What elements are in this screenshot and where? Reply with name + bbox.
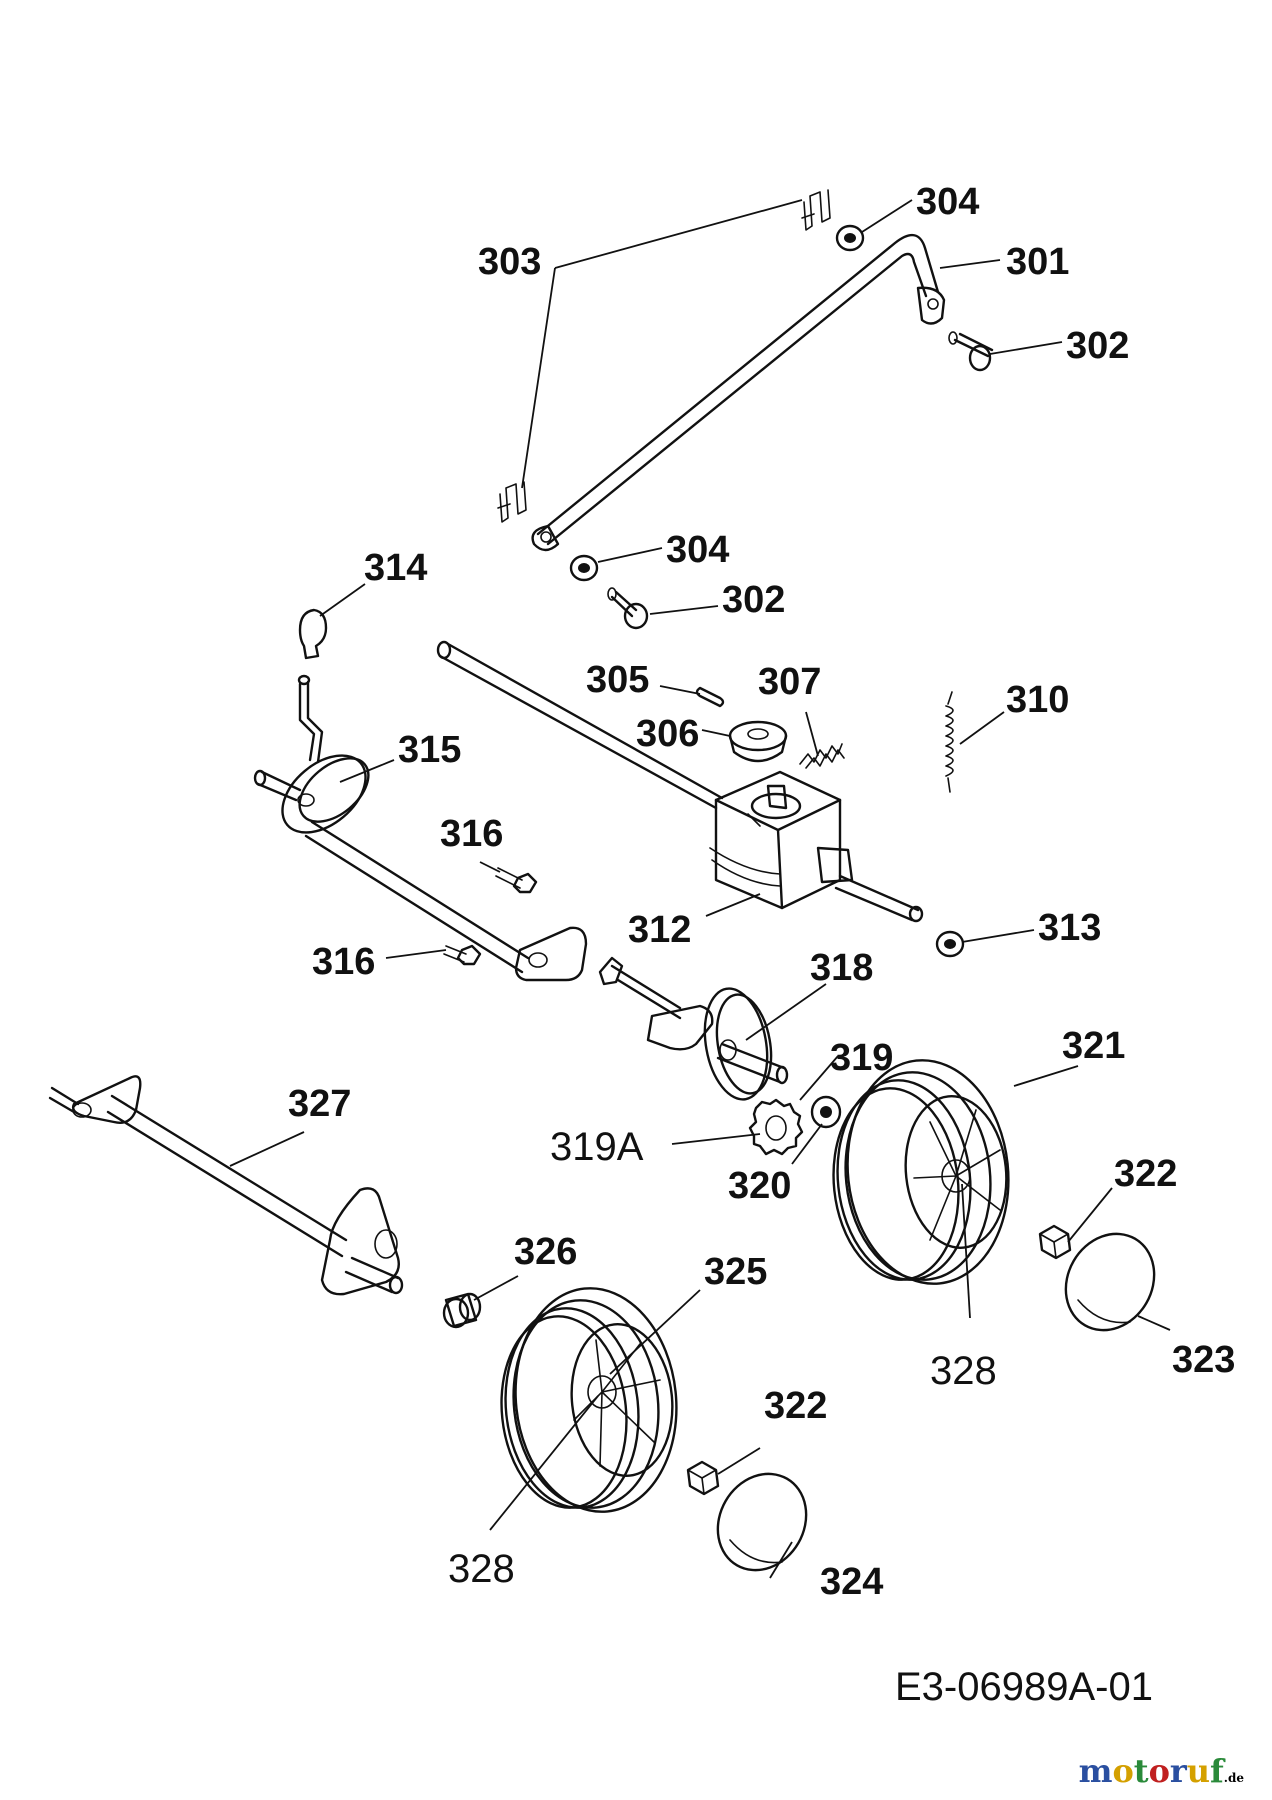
label-316-lower: 316 xyxy=(312,941,375,983)
watermark-logo: motoruf.de xyxy=(1079,1752,1244,1790)
label-328-rear: 328 xyxy=(930,1349,997,1393)
label-326: 326 xyxy=(514,1231,577,1273)
label-322-rear: 322 xyxy=(1114,1153,1177,1195)
part-319-drive-gear xyxy=(748,1098,804,1156)
label-319: 319 xyxy=(830,1037,893,1079)
part-316-bolt-upper xyxy=(495,867,538,894)
label-324: 324 xyxy=(820,1561,883,1603)
part-313-washer xyxy=(935,930,965,958)
part-306-pulley xyxy=(728,720,788,763)
label-313: 313 xyxy=(1038,907,1101,949)
leader-lines xyxy=(229,199,1171,1579)
label-321: 321 xyxy=(1062,1025,1125,1067)
watermark-letter: f xyxy=(1210,1752,1224,1790)
part-314-knob xyxy=(298,608,328,660)
label-304-top: 304 xyxy=(916,181,979,223)
label-307: 307 xyxy=(758,661,821,703)
part-320-washer xyxy=(810,1095,842,1129)
label-318: 318 xyxy=(810,947,873,989)
part-304-washer-lower xyxy=(569,554,599,582)
part-324-hub-cap-front xyxy=(716,1472,808,1572)
part-303-clip-upper xyxy=(801,189,831,231)
label-312: 312 xyxy=(628,909,691,951)
part-323-hub-cap-rear xyxy=(1064,1232,1156,1332)
part-322-nut-front xyxy=(686,1460,720,1496)
part-305-roll-pin xyxy=(695,686,725,708)
watermark-letter: u xyxy=(1186,1752,1211,1790)
label-327: 327 xyxy=(288,1083,351,1125)
part-315-height-lever xyxy=(253,674,530,974)
part-310-tension-spring xyxy=(945,691,954,793)
label-322-front: 322 xyxy=(764,1385,827,1427)
diagram-code: E3-06989A-01 xyxy=(895,1665,1153,1709)
part-321-rear-wheel xyxy=(832,1059,1010,1285)
part-adjust-bracket xyxy=(514,926,588,982)
label-302-mid: 302 xyxy=(722,579,785,621)
watermark-letter: o xyxy=(1112,1752,1134,1790)
label-306: 306 xyxy=(636,713,699,755)
label-323: 323 xyxy=(1172,1339,1235,1381)
part-327-front-axle xyxy=(48,1075,404,1296)
watermark-letter: r xyxy=(1169,1752,1187,1790)
label-319A: 319A xyxy=(550,1125,644,1169)
label-320: 320 xyxy=(728,1165,791,1207)
label-305: 305 xyxy=(586,659,649,701)
part-307-spring xyxy=(799,743,845,769)
part-326-spacer xyxy=(442,1292,482,1329)
label-314: 314 xyxy=(364,547,427,589)
part-322-nut-rear xyxy=(1038,1224,1072,1260)
label-328-front: 328 xyxy=(448,1547,515,1591)
part-303-clip-lower xyxy=(497,481,527,523)
part-301-drive-handle xyxy=(531,234,946,552)
label-301: 301 xyxy=(1006,241,1069,283)
part-304-washer-upper xyxy=(835,224,865,252)
part-drive-shaft xyxy=(436,640,924,923)
part-316-bolt-lower xyxy=(443,944,482,966)
label-315: 315 xyxy=(398,729,461,771)
label-302-top: 302 xyxy=(1066,325,1129,367)
watermark-letter: t xyxy=(1133,1752,1149,1790)
watermark-letter: o xyxy=(1148,1752,1170,1790)
part-302-pin-upper xyxy=(948,331,994,372)
part-325-front-wheel xyxy=(500,1287,678,1513)
label-316-upper: 316 xyxy=(440,813,503,855)
label-304-mid: 304 xyxy=(666,529,729,571)
watermark-suffix: .de xyxy=(1223,1771,1244,1785)
label-303: 303 xyxy=(478,241,541,283)
part-318-height-lever-right xyxy=(598,956,789,1101)
label-310: 310 xyxy=(1006,679,1069,721)
part-302-pin-lower xyxy=(607,587,649,630)
label-325: 325 xyxy=(704,1251,767,1293)
part-312-gearbox xyxy=(709,770,854,910)
watermark-letter: m xyxy=(1078,1752,1113,1790)
